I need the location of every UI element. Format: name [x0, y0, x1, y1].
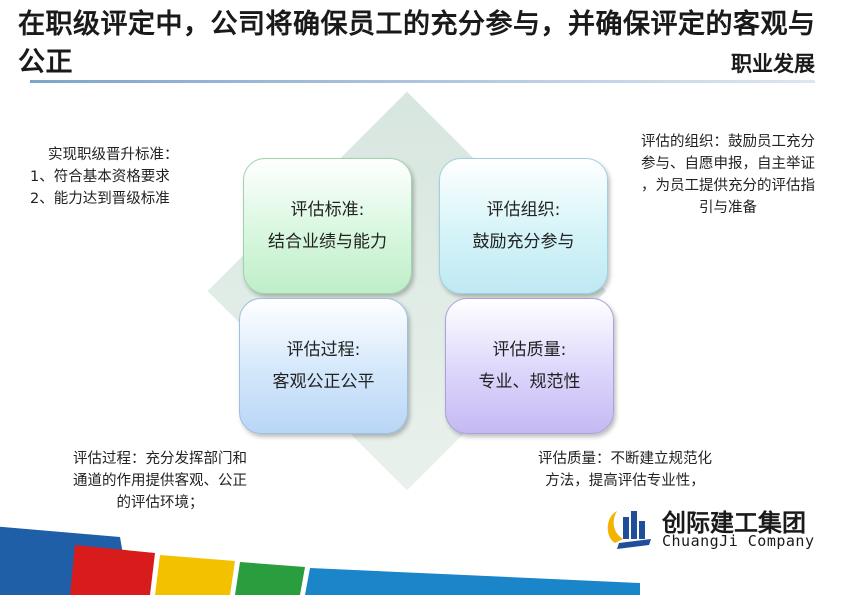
page-title: 在职级评定中，公司将确保员工的充分参与，并确保评定的客观与公正: [18, 9, 816, 78]
note-line: 评估质量：不断建立规范化: [538, 451, 712, 467]
stripe-lightblue: [305, 568, 640, 595]
note-line: 通道的作用提供客观、公正: [73, 473, 247, 489]
note-promotion-standard: 实现职级晋升标准： 1、符合基本资格要求 2、能力达到晋级标准: [30, 144, 179, 210]
company-name: 创际建工集团: [662, 509, 806, 537]
quadrant-heading: 评估质量:: [492, 340, 567, 360]
quadrant-body: 鼓励充分参与: [472, 232, 575, 252]
quadrant-evaluation-process: 评估过程: 客观公正公平: [239, 298, 408, 434]
stripe-yellow: [155, 555, 235, 595]
quadrant-evaluation-standard: 评估标准: 结合业绩与能力: [243, 158, 412, 294]
quadrant-body: 结合业绩与能力: [268, 232, 387, 252]
note-line: 方法，提高评估专业性，: [545, 473, 705, 489]
quadrant-body: 客观公正公平: [272, 372, 375, 392]
note-line: 参与、自愿申报，自主举证: [641, 156, 815, 172]
note-line: 评估过程：充分发挥部门和: [73, 451, 247, 467]
quadrant-heading: 评估标准:: [290, 200, 365, 220]
stripe-green: [235, 562, 305, 595]
company-english-name: ChuangJi Company: [662, 532, 815, 550]
note-quality: 评估质量：不断建立规范化 方法，提高评估专业性，: [500, 448, 750, 492]
note-line: 的评估环境；: [116, 495, 204, 511]
quadrant-heading: 评估过程:: [286, 340, 361, 360]
quadrant-heading: 评估组织:: [486, 200, 561, 220]
note-line: 引与准备: [699, 200, 757, 216]
title-divider: [30, 80, 815, 83]
note-line: ，为员工提供充分的评估指: [641, 178, 815, 194]
company-logo-icon: [607, 511, 651, 549]
note-organization: 评估的组织：鼓励员工充分 参与、自愿申报，自主举证 ，为员工提供充分的评估指 引…: [618, 131, 838, 219]
section-label: 职业发展: [731, 52, 815, 76]
note-line: 实现职级晋升标准：: [48, 147, 179, 163]
quadrant-body: 专业、规范性: [478, 372, 581, 392]
quadrant-evaluation-quality: 评估质量: 专业、规范性: [445, 298, 614, 434]
decorative-color-stripe: [0, 526, 640, 595]
quadrant-evaluation-organization: 评估组织: 鼓励充分参与: [439, 158, 608, 294]
note-process: 评估过程：充分发挥部门和 通道的作用提供客观、公正 的评估环境；: [50, 448, 270, 514]
stripe-red: [70, 545, 155, 595]
note-line: 评估的组织：鼓励员工充分: [641, 134, 815, 150]
note-line: 2、能力达到晋级标准: [30, 191, 170, 207]
note-line: 1、符合基本资格要求: [30, 169, 170, 185]
